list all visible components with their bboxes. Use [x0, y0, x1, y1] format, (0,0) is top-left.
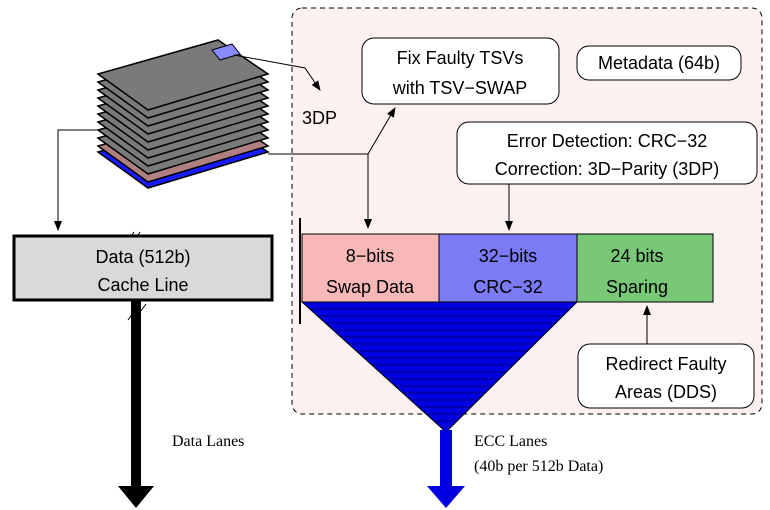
parity-die-pad	[211, 43, 241, 61]
redirect-line1: Redirect Faulty	[605, 354, 726, 374]
three-dp-label: 3DP	[302, 108, 337, 128]
fix-tsv-box	[361, 37, 560, 105]
error-detection-box	[456, 121, 758, 185]
data-box-line1: Data (512b)	[95, 247, 190, 267]
funnel-stripes	[309, 308, 570, 422]
ecc-lanes-line1: ECC Lanes	[474, 433, 547, 450]
sparing-name-label: Sparing	[606, 277, 668, 297]
data-lanes-arrowhead	[118, 486, 154, 508]
swap-bits-label: 8−bits	[346, 246, 395, 266]
redirect-line2: Areas (DDS)	[615, 382, 717, 402]
crc-name-label: CRC−32	[473, 277, 543, 297]
data-box-line2: Cache Line	[97, 275, 188, 295]
data-path-arrow	[54, 129, 98, 231]
ecc-funnel	[300, 301, 579, 433]
ecc-lanes-arrowhead	[427, 486, 465, 508]
swap-name-label: Swap Data	[326, 277, 415, 297]
sparing-field	[576, 233, 714, 303]
fix-tsv-line1: Fix Faulty TSVs	[397, 48, 524, 68]
bus-slash-marker	[133, 303, 147, 321]
data-cache-line-box	[12, 234, 274, 302]
crc-field	[438, 233, 578, 303]
metadata-box	[576, 45, 742, 81]
error-detection-line1: Error Detection: CRC−32	[507, 131, 708, 151]
data-lanes-label: Data Lanes	[172, 433, 244, 450]
metadata-label: Metadata (64b)	[598, 53, 720, 73]
memory-stack	[96, 39, 270, 189]
error-detection-line2: Correction: 3D−Parity (3DP)	[495, 159, 720, 179]
sparing-bits-label: 24 bits	[610, 246, 663, 266]
fix-tsv-line2: with TSV−SWAP	[392, 78, 528, 98]
redirect-box	[577, 343, 755, 409]
ecc-lanes-line2: (40b per 512b Data)	[474, 458, 603, 475]
crc-bits-label: 32−bits	[479, 246, 538, 266]
parity-arrow	[233, 54, 321, 91]
swap-data-field	[301, 233, 440, 303]
bus-slash-marker	[127, 303, 141, 321]
